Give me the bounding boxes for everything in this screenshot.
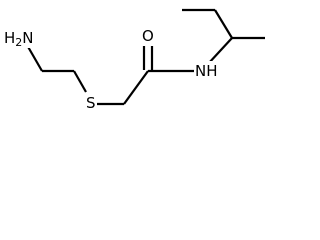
bond-c3-c4 [123, 70, 149, 105]
structure-diagram: H2N S O NH [2, 8, 265, 114]
bond-c2-s [73, 70, 87, 93]
amine-label-group: H2N [2, 28, 34, 49]
oxygen-label-group: O [140, 27, 157, 46]
amide-nh-label-group: NH [194, 61, 220, 81]
bond-n-c1 [26, 44, 43, 72]
bond-c5-c6 [214, 9, 233, 39]
amine-label: H2N [4, 29, 34, 49]
amide-nh-label: NH [195, 62, 218, 80]
bond-n-c5 [207, 37, 233, 65]
sulfur-label-group: S [85, 94, 97, 114]
oxygen-label: O [142, 27, 154, 45]
sulfur-label: S [86, 94, 96, 112]
